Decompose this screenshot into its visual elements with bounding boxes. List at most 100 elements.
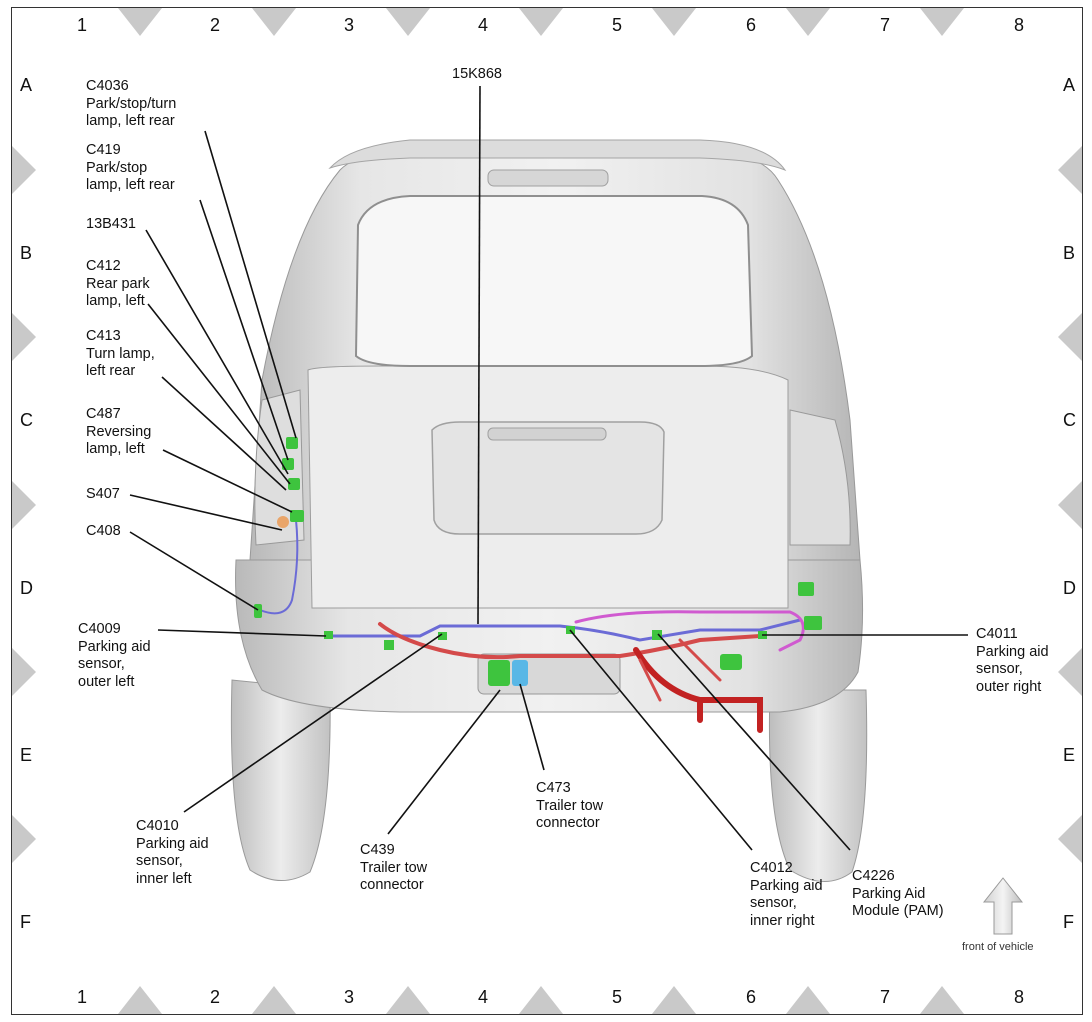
callout-line: C413: [86, 328, 121, 344]
wiring-harness: [259, 519, 805, 733]
leader-15k868: [477, 85, 481, 625]
callout-c487: C487 Reversing lamp, left: [86, 406, 151, 459]
grid-col-bottom-7: 7: [880, 987, 891, 1007]
callout-line: C4036: [86, 78, 129, 94]
callout-line: C473: [536, 780, 571, 796]
leader-c412: [147, 303, 291, 485]
callout-line: C419: [86, 142, 121, 158]
callout-line: sensor,: [750, 895, 797, 911]
front-of-vehicle-label: front of vehicle: [962, 941, 1034, 953]
callout-c4010: C4010 Parking aid sensor, inner left: [136, 818, 209, 888]
callout-line: Park/stop: [86, 159, 148, 176]
callout-line: C4010: [136, 818, 179, 834]
callout-line: lamp, left rear: [86, 113, 175, 129]
callout-line: Parking Aid: [852, 885, 926, 902]
callout-line: C4009: [78, 621, 121, 637]
callout-line: Parking aid: [750, 877, 823, 894]
harness-magenta: [574, 610, 805, 652]
callout-c4012: C4012 Parking aid sensor, inner right: [750, 860, 823, 930]
callout-line: Reversing: [86, 423, 152, 440]
right-tail-lamp: [789, 409, 851, 546]
callout-13b431: 13B431: [86, 216, 136, 234]
callout-line: lamp, left: [86, 441, 145, 457]
callout-line: C4226: [852, 868, 895, 884]
callout-line: Module (PAM): [852, 903, 944, 919]
leader-13b431: [145, 229, 289, 475]
leader-c408: [129, 531, 259, 611]
callout-c4011: C4011 Parking aid sensor, outer right: [976, 626, 1049, 696]
callout-line: C439: [360, 842, 395, 858]
callout-c473: C473 Trailer tow connector: [536, 780, 603, 833]
callout-line: lamp, left rear: [86, 177, 175, 193]
callout-line: outer right: [976, 678, 1042, 695]
front-of-vehicle-arrow-icon: [982, 877, 1024, 935]
harness-red: [378, 622, 762, 660]
harness-red-lower: [633, 647, 763, 733]
callout-c4009: C4009 Parking aid sensor, outer left: [78, 621, 151, 691]
callout-line: inner right: [750, 912, 815, 929]
callout-line: Trailer tow: [360, 859, 428, 876]
leader-c4009: [157, 629, 327, 637]
callout-c4226: C4226 Parking Aid Module (PAM): [852, 868, 944, 921]
grid-col-bottom-4: 4: [478, 987, 489, 1007]
grid-markers-bottom: [118, 986, 964, 1014]
grid-col-bottom-8: 8: [1014, 987, 1025, 1007]
leader-c487: [162, 449, 293, 513]
callout-line: C4011: [976, 626, 1018, 642]
callout-line: Parking aid: [136, 835, 209, 852]
grid-col-bottom-2: 2: [210, 987, 221, 1007]
grid-col-bottom-6: 6: [746, 987, 757, 1007]
callout-line: lamp, left: [86, 293, 145, 309]
callout-line: Trailer tow: [536, 797, 604, 814]
callout-line: outer left: [78, 673, 135, 690]
grid-col-top-6: 6: [746, 15, 757, 35]
rear-window: [354, 195, 754, 367]
callout-line: sensor,: [78, 656, 125, 672]
grid-row-right-c: C: [1063, 410, 1076, 430]
grid-markers-top: [118, 8, 964, 36]
spoiler-light: [487, 169, 609, 187]
connector-right-2: [804, 616, 822, 630]
harness-red-branch: [638, 638, 722, 702]
callout-line: inner left: [136, 870, 192, 887]
left-tail-lamp: [254, 389, 305, 546]
grid-row-left-c: C: [20, 410, 33, 430]
callout-c439: C439 Trailer tow connector: [360, 842, 427, 895]
callout-c419: C419 Park/stop lamp, left rear: [86, 142, 175, 195]
leader-lines: [129, 85, 968, 851]
connector-pam-body: [720, 654, 742, 670]
callout-c412: C412 Rear park lamp, left: [86, 258, 150, 311]
leader-c4010: [183, 633, 443, 813]
callout-line: connector: [360, 877, 424, 893]
callout-line: Park/stop/turn: [86, 95, 177, 112]
callout-c4036: C4036 Park/stop/turn lamp, left rear: [86, 78, 176, 131]
grid-col-top-7: 7: [880, 15, 891, 35]
callout-line: Rear park: [86, 275, 150, 292]
right-tire: [768, 689, 868, 882]
harness-label-15k868: 15K868: [452, 66, 502, 82]
connector-c419: [282, 458, 294, 470]
callout-c413: C413 Turn lamp, left rear: [86, 328, 155, 381]
connector-c4009: [324, 631, 333, 639]
callout-line: left rear: [86, 363, 136, 379]
grid-row-right-d: D: [1063, 578, 1076, 598]
connector-c439: [488, 660, 510, 686]
connector-c473: [512, 660, 528, 686]
license-plate-recess: [431, 421, 665, 535]
callout-line: C412: [86, 258, 121, 274]
harness-blue-main: [328, 618, 802, 642]
callout-line: Turn lamp,: [86, 345, 155, 362]
grid-col-bottom-5: 5: [612, 987, 623, 1007]
callout-s407: S407: [86, 486, 120, 504]
callout-line: connector: [536, 815, 600, 831]
callout-line: sensor,: [976, 661, 1023, 677]
grid-row-left-b: B: [20, 243, 33, 263]
grid-row-right-f: F: [1063, 912, 1074, 932]
grid-row-left-f: F: [20, 912, 31, 932]
grid-markers-left: [12, 146, 36, 863]
callout-line: C487: [86, 406, 121, 422]
connector-c4010: [438, 632, 447, 640]
leader-c473: [519, 683, 545, 771]
grid-col-top-4: 4: [478, 15, 489, 35]
